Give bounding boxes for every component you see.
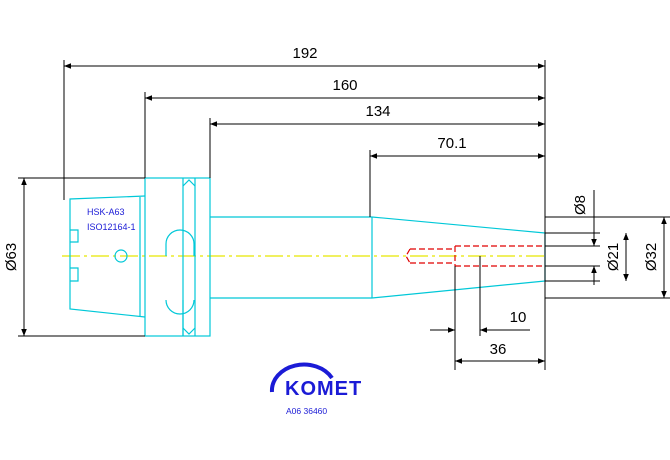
dimension-lines — [21, 63, 667, 364]
dim-70-label: 70.1 — [437, 135, 466, 152]
coolant-hole — [114, 249, 128, 263]
dim-21-label: Ø21 — [605, 243, 622, 271]
dim-36-label: 36 — [490, 341, 507, 358]
dim-160-label: 160 — [332, 77, 357, 94]
flange-groove-bottom — [165, 299, 195, 315]
iso-label: ISO12164-1 — [87, 222, 136, 232]
hsk-shank-outline — [69, 195, 146, 318]
hidden-bore — [405, 245, 545, 267]
hsk-slot-top — [70, 229, 79, 243]
flange-groove-top — [165, 229, 195, 256]
logo-brand-text: KOMET — [285, 378, 362, 400]
logo-arc — [269, 362, 334, 393]
flange — [144, 177, 211, 337]
tool-outline — [69, 177, 546, 337]
dim-32-label: Ø32 — [643, 243, 660, 271]
hsk-slot-bottom — [70, 267, 79, 282]
dim-134-label: 134 — [365, 103, 390, 120]
extension-lines — [18, 60, 670, 370]
dim-10-label: 10 — [510, 309, 527, 326]
part-number: A06 36460 — [286, 406, 327, 416]
dim-192-label: 192 — [292, 45, 317, 62]
komet-logo: KOMET A06 36460 — [269, 362, 362, 416]
dim-8-label: Ø8 — [572, 195, 589, 215]
hsk-label: HSK-A63 — [87, 207, 125, 217]
dim-63-label: Ø63 — [3, 243, 20, 271]
